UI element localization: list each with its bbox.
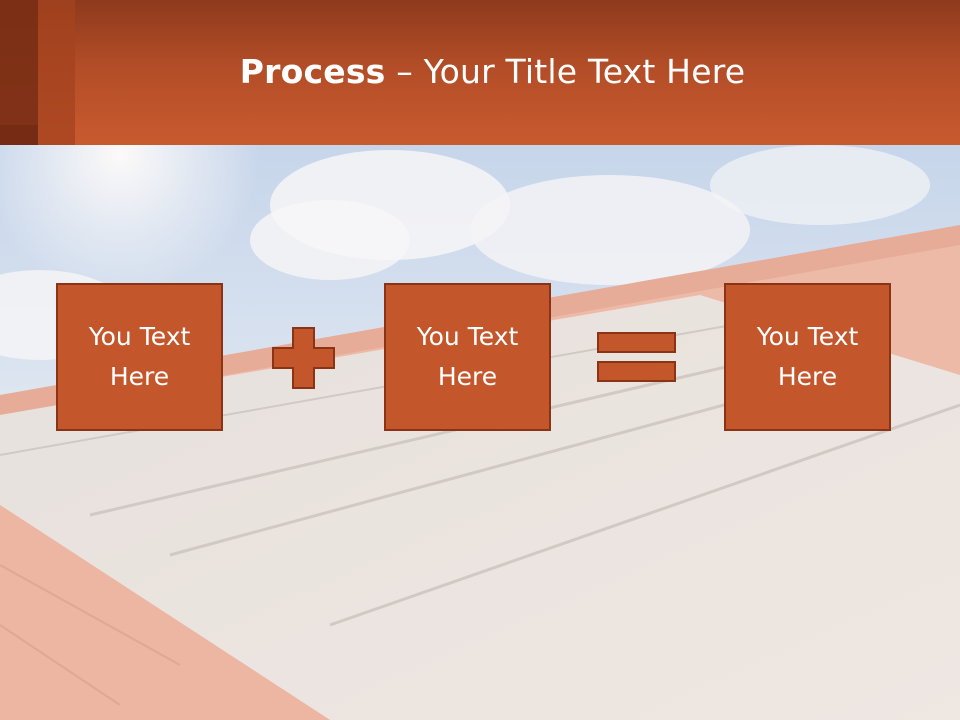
process-box-2[interactable]: You Text Here bbox=[384, 283, 551, 431]
process-box-1[interactable]: You Text Here bbox=[56, 283, 223, 431]
process-box-3[interactable]: You Text Here bbox=[724, 283, 891, 431]
header-accent-stripe bbox=[0, 0, 38, 145]
process-box-3-label: You Text Here bbox=[756, 322, 859, 391]
title-bold-part: Process bbox=[239, 52, 386, 91]
background-photo-solar-roof bbox=[0, 145, 960, 720]
process-box-1-label: You Text Here bbox=[88, 322, 191, 391]
header-bar: Process – Your Title Text Here bbox=[0, 0, 960, 145]
photo-wash-overlay bbox=[0, 145, 960, 720]
slide-title[interactable]: Process – Your Title Text Here bbox=[0, 52, 960, 91]
equals-bar-bottom bbox=[597, 361, 676, 382]
title-rest-part: – Your Title Text Here bbox=[385, 52, 746, 91]
plus-icon bbox=[272, 327, 335, 389]
equals-bar-top bbox=[597, 332, 676, 353]
roof-illustration bbox=[0, 145, 960, 720]
header-accent-stripe-light bbox=[38, 0, 75, 145]
process-box-2-label: You Text Here bbox=[416, 322, 519, 391]
